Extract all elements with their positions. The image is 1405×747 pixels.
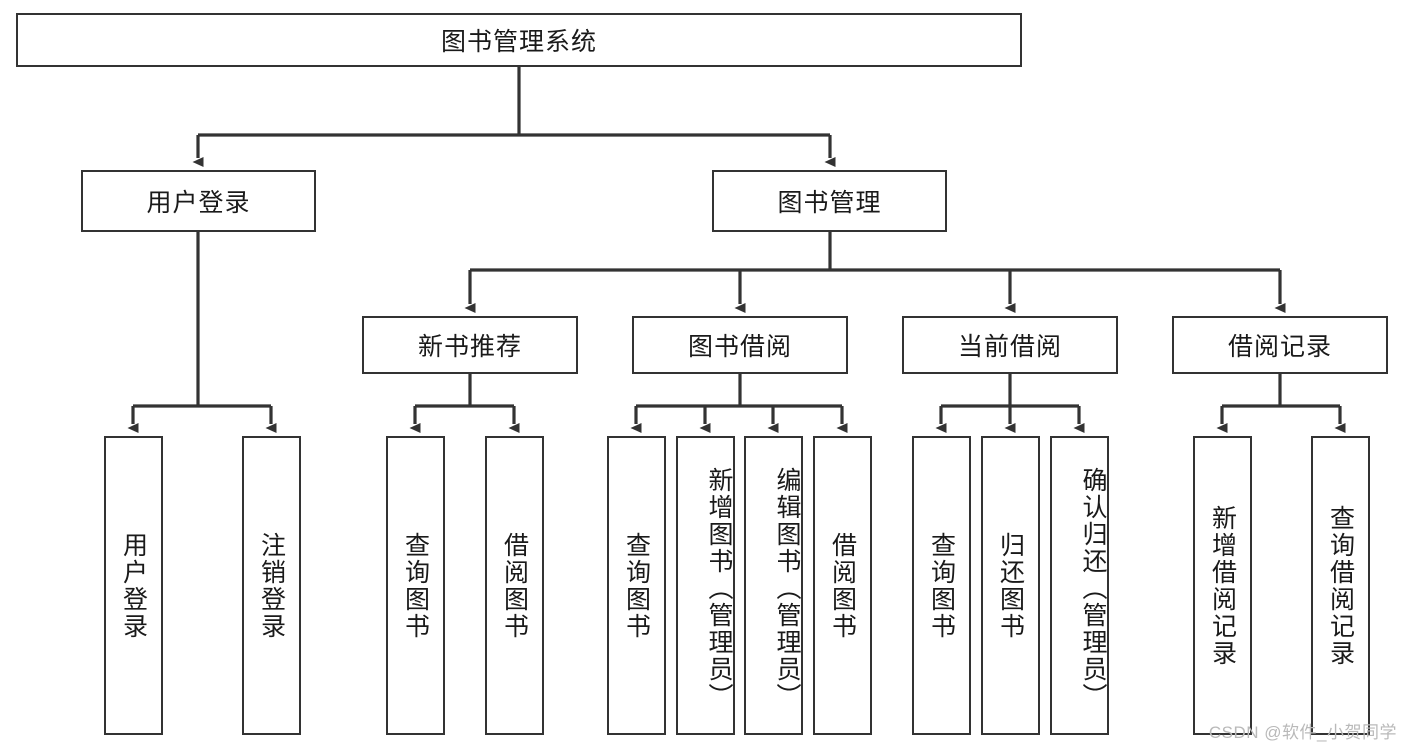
- node-user-login[interactable]: 用户登录: [81, 170, 316, 232]
- node-label: 用户登录: [119, 531, 148, 640]
- csdn-watermark: CSDN @软件_小贺同学: [1208, 723, 1397, 742]
- node-label: 借阅图书: [500, 531, 529, 640]
- leaf-current-query-book[interactable]: 查询图书: [912, 436, 971, 735]
- node-label: 图书借阅: [687, 333, 792, 361]
- node-label: 归还图书: [996, 531, 1025, 640]
- leaf-borrow-query-book[interactable]: 查询图书: [607, 436, 666, 735]
- leaf-recommend-query-book[interactable]: 查询图书: [386, 436, 445, 735]
- node-current-borrow[interactable]: 当前借阅: [902, 316, 1118, 374]
- leaf-current-return-book[interactable]: 归还图书: [981, 436, 1040, 735]
- node-label: 新书推荐: [417, 333, 522, 361]
- node-label: 新增图书（管理员）: [705, 467, 733, 710]
- node-label: 借阅记录: [1227, 333, 1332, 361]
- node-label: 查询图书: [622, 531, 651, 640]
- node-label: 新增借阅记录: [1208, 504, 1237, 667]
- node-new-book-recommend[interactable]: 新书推荐: [362, 316, 578, 374]
- node-label: 查询图书: [927, 531, 956, 640]
- leaf-borrow-add-book-admin[interactable]: 新增图书（管理员）: [676, 436, 735, 735]
- leaf-recommend-borrow-book[interactable]: 借阅图书: [485, 436, 544, 735]
- node-borrow-records[interactable]: 借阅记录: [1172, 316, 1388, 374]
- node-label: 查询借阅记录: [1326, 504, 1355, 667]
- leaf-borrow-borrow-book[interactable]: 借阅图书: [813, 436, 872, 735]
- leaf-user-login-logout[interactable]: 注销登录: [242, 436, 301, 735]
- node-root-system[interactable]: 图书管理系统: [16, 13, 1022, 67]
- node-label: 当前借阅: [957, 333, 1062, 361]
- node-label: 确认归还（管理员）: [1079, 467, 1107, 710]
- node-book-management[interactable]: 图书管理: [712, 170, 947, 232]
- leaf-records-query-record[interactable]: 查询借阅记录: [1311, 436, 1370, 735]
- node-label: 编辑图书（管理员）: [773, 467, 801, 710]
- leaf-records-add-record[interactable]: 新增借阅记录: [1193, 436, 1252, 735]
- node-book-borrow[interactable]: 图书借阅: [632, 316, 848, 374]
- leaf-user-login-login[interactable]: 用户登录: [104, 436, 163, 735]
- leaf-current-confirm-return-admin[interactable]: 确认归还（管理员）: [1050, 436, 1109, 735]
- node-label: 注销登录: [257, 531, 286, 640]
- node-label: 图书管理系统: [440, 28, 597, 56]
- node-label: 图书管理: [777, 189, 882, 217]
- leaf-borrow-edit-book-admin[interactable]: 编辑图书（管理员）: [744, 436, 803, 735]
- node-label: 借阅图书: [828, 531, 857, 640]
- node-label: 查询图书: [401, 531, 430, 640]
- node-label: 用户登录: [146, 189, 251, 217]
